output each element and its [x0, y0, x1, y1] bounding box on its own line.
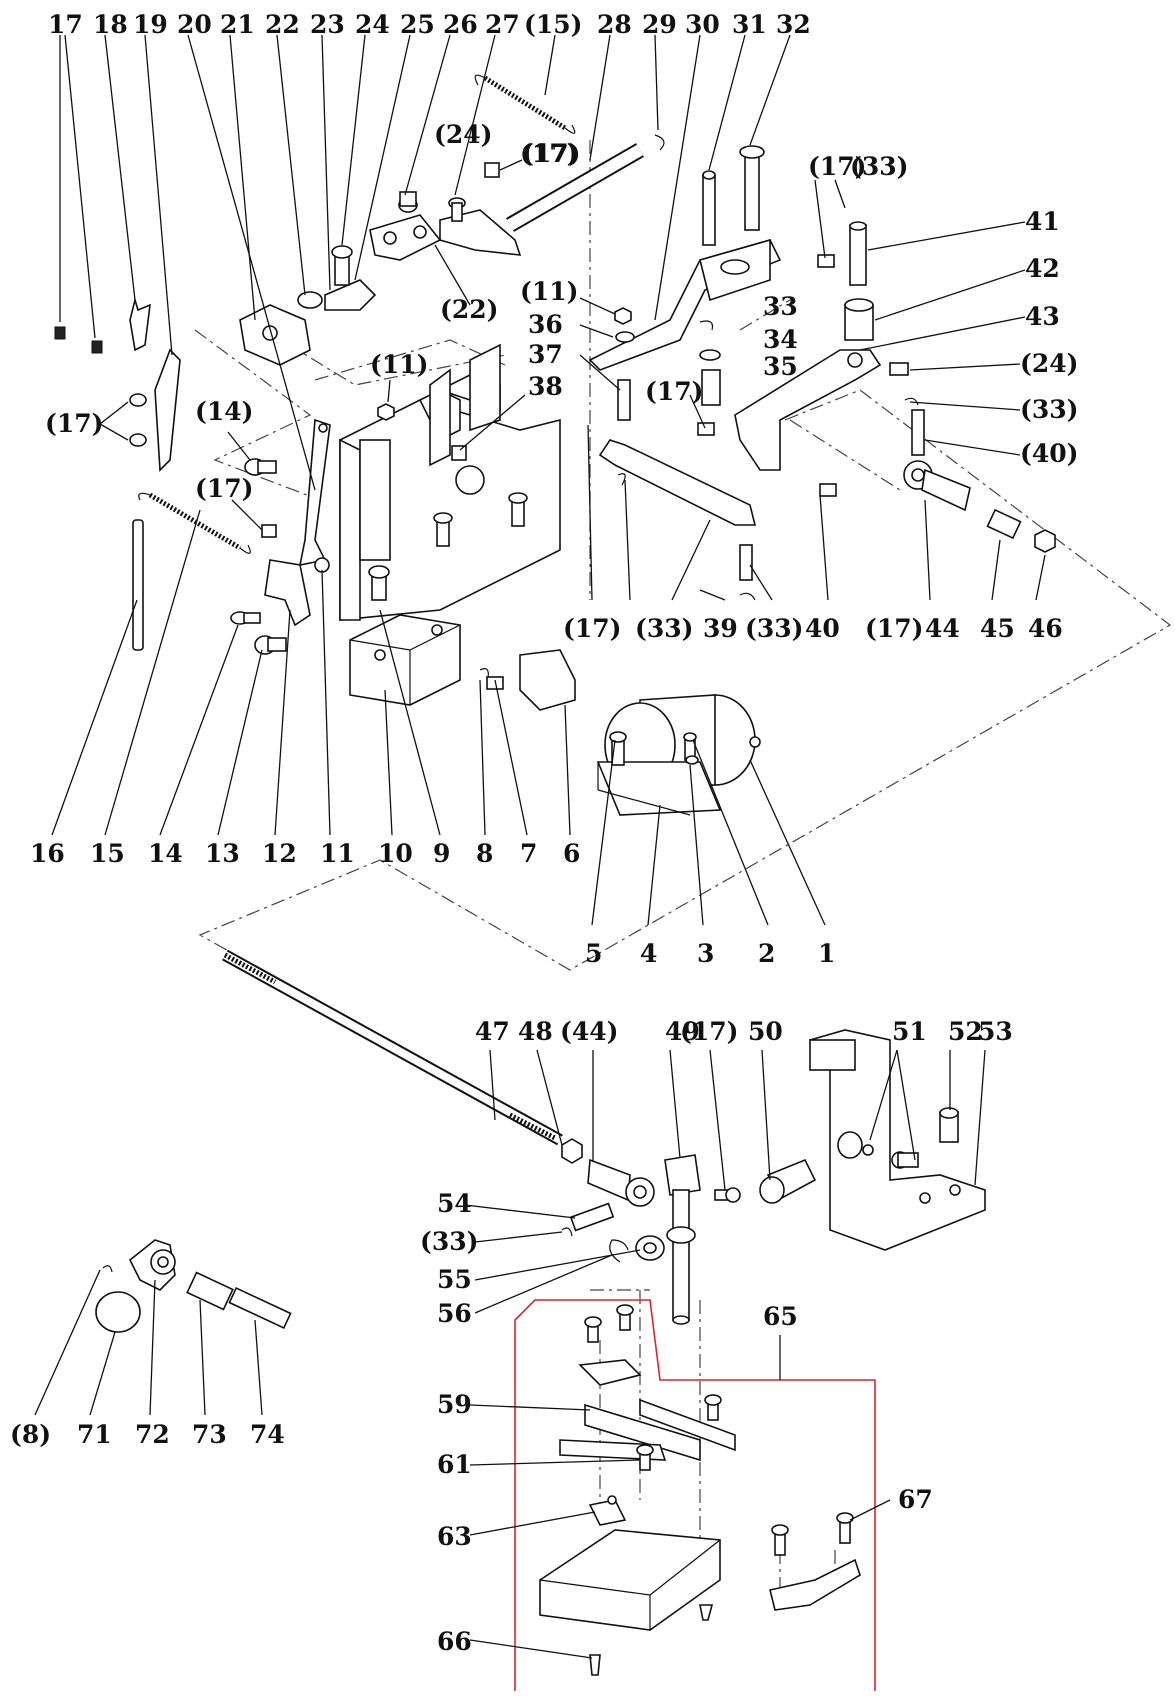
callout-17: 17 — [48, 10, 83, 39]
callout-14: 14 — [148, 839, 183, 868]
callout-25: 25 — [400, 10, 435, 39]
callout-65: 65 — [763, 1302, 798, 1331]
callout-ref33ref: (33) — [635, 614, 693, 643]
callout-30: 30 — [685, 10, 720, 39]
callout-50: 50 — [748, 1017, 783, 1046]
callout-ref17ref: (17) — [645, 377, 703, 406]
callout-ref17ref: (17) — [520, 139, 578, 168]
callout-72: 72 — [135, 1420, 170, 1449]
callout-16: 16 — [30, 839, 65, 868]
callout-ref17ref: (17) — [865, 614, 923, 643]
callout-48: 48 — [518, 1017, 553, 1046]
callout-ref33ref: (33) — [745, 614, 803, 643]
callout-54: 54 — [437, 1189, 472, 1218]
callout-52: 52 — [948, 1017, 983, 1046]
upper-assembly — [54, 74, 1056, 816]
callout-43: 43 — [1025, 302, 1060, 331]
callout-1: 1 — [818, 939, 835, 968]
callout-6: 6 — [563, 839, 580, 868]
callout-8: 8 — [476, 839, 493, 868]
callout-19: 19 — [133, 10, 168, 39]
callout-18: 18 — [93, 10, 128, 39]
part-65-boundary — [514, 1299, 876, 1691]
callout-ref17ref: (17) — [680, 1017, 738, 1046]
callout-66: 66 — [437, 1627, 472, 1656]
callout-41: 41 — [1025, 207, 1060, 236]
callout-67: 67 — [898, 1485, 933, 1514]
callout-34: 34 — [763, 325, 798, 354]
callout-3: 3 — [697, 939, 714, 968]
callout-38: 38 — [528, 372, 563, 401]
callout-ref8ref: (8) — [10, 1420, 51, 1449]
callout-23: 23 — [310, 10, 345, 39]
callout-74: 74 — [250, 1420, 285, 1449]
callout-37: 37 — [528, 340, 563, 369]
callout-15: 15 — [90, 839, 125, 868]
leader-lines — [34, 34, 1046, 1659]
callout-ref14ref: (14) — [195, 397, 253, 426]
callout-44: 44 — [925, 614, 960, 643]
callout-ref17ref: (17) — [808, 152, 866, 181]
callout-12: 12 — [262, 839, 297, 868]
callout-ref33ref: (33) — [1020, 395, 1078, 424]
callout-26: 26 — [443, 10, 478, 39]
callout-49: 49 — [665, 1017, 700, 1046]
callout-61: 61 — [437, 1450, 472, 1479]
callout-28: 28 — [597, 10, 632, 39]
callout-63: 63 — [437, 1522, 472, 1551]
callout-51: 51 — [892, 1017, 927, 1046]
callout-7: 7 — [520, 839, 537, 868]
callout-ref24ref: (24) — [434, 120, 492, 149]
callout-46: 46 — [1028, 614, 1063, 643]
callout-39: 39 — [703, 614, 738, 643]
callout-11: 11 — [320, 839, 355, 868]
callout-10: 10 — [378, 839, 413, 868]
callout-5: 5 — [585, 939, 602, 968]
callout-27: 27 — [485, 10, 520, 39]
callout-59: 59 — [437, 1390, 472, 1419]
callout-36: 36 — [528, 310, 563, 339]
callout-9: 9 — [433, 839, 450, 868]
callout-20: 20 — [177, 10, 212, 39]
callout-24: 24 — [355, 10, 390, 39]
callout-40: 40 — [805, 614, 840, 643]
callout-45: 45 — [980, 614, 1015, 643]
callout-ref11ref: (11) — [520, 277, 578, 306]
callout-47: 47 — [475, 1017, 510, 1046]
callout-ref33ref: (33) — [420, 1227, 478, 1256]
callout-42: 42 — [1025, 254, 1060, 283]
callout-71: 71 — [77, 1420, 112, 1449]
callout-ref24ref: (24) — [1020, 349, 1078, 378]
lower-assembly — [95, 949, 986, 1676]
callout-ref17ref: (17) — [563, 614, 621, 643]
callout-ref15ref: (15) — [524, 10, 582, 39]
callout-55: 55 — [437, 1265, 472, 1294]
callout-31: 31 — [732, 10, 767, 39]
callout-ref11ref: (11) — [370, 350, 428, 379]
callout-4: 4 — [640, 939, 657, 968]
callout-33: 33 — [763, 292, 798, 321]
callout-29: 29 — [642, 10, 677, 39]
callout-ref33ref: (33) — [850, 152, 908, 181]
callout-53: 53 — [978, 1017, 1013, 1046]
callout-32: 32 — [776, 10, 811, 39]
callout-73: 73 — [192, 1420, 227, 1449]
callout-ref17ref: (17) — [522, 139, 580, 168]
callout-35: 35 — [763, 352, 798, 381]
callout-22: 22 — [265, 10, 300, 39]
callout-ref44ref: (44) — [560, 1017, 618, 1046]
callout-ref40ref: (40) — [1020, 439, 1078, 468]
callout-2: 2 — [758, 939, 775, 968]
callout-56: 56 — [437, 1299, 472, 1328]
callout-13: 13 — [205, 839, 240, 868]
callout-ref17ref: (17) — [45, 409, 103, 438]
callout-ref17ref: (17) — [195, 474, 253, 503]
callout-ref22ref: (22) — [440, 295, 498, 324]
callout-21: 21 — [220, 10, 255, 39]
